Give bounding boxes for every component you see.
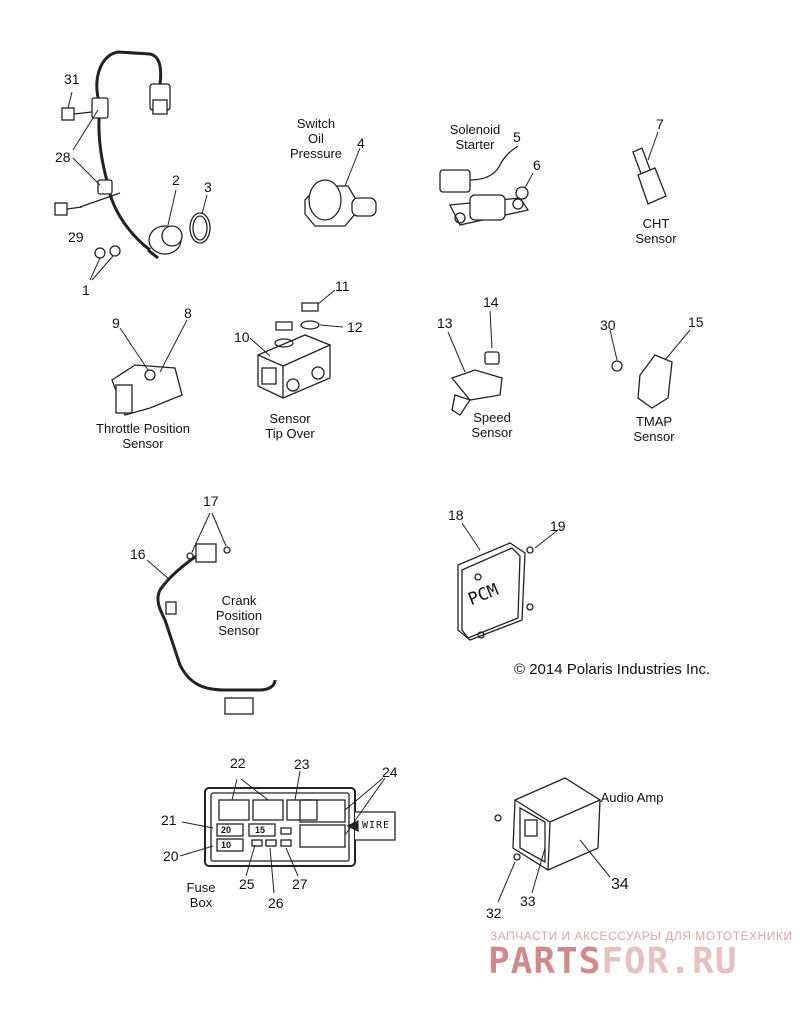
callout-21: 21 — [161, 812, 177, 828]
callout-10: 10 — [234, 329, 250, 345]
label-fuse-box: Fuse Box — [186, 880, 216, 910]
tip-over-sensor — [249, 289, 344, 399]
label-switch-oil-pressure: Switch Oil Pressure — [289, 116, 343, 161]
o2-sensor-harness — [79, 50, 183, 260]
copyright-notice: © 2014 Polaris Industries Inc. — [514, 661, 711, 678]
callout-6: 6 — [533, 157, 541, 173]
label-solenoid-starter: Solenoid Starter — [449, 122, 501, 152]
callout-23: 23 — [294, 756, 310, 772]
callout-25: 25 — [239, 876, 255, 892]
callout-2: 2 — [172, 172, 180, 188]
callout-1: 1 — [82, 282, 90, 298]
callout-8: 8 — [184, 305, 192, 321]
oil-pressure-switch — [304, 147, 377, 227]
starter-solenoid — [439, 145, 534, 226]
callout-15: 15 — [688, 314, 704, 330]
callout-34: 34 — [611, 876, 629, 893]
label-tmap-sensor: TMAP Sensor — [633, 414, 675, 444]
o-ring — [189, 212, 211, 244]
callout-17: 17 — [203, 493, 219, 509]
watermark-logo-a: PARTS — [488, 941, 602, 982]
callout-3: 3 — [204, 179, 212, 195]
fuse-15-label: 15 — [255, 825, 266, 835]
fuse-10-label: 10 — [221, 840, 232, 850]
bolt-31 — [61, 107, 93, 121]
callout-28: 28 — [55, 149, 71, 165]
tmap-sensor — [609, 329, 691, 409]
callout-7: 7 — [656, 116, 664, 132]
callout-32: 32 — [486, 905, 502, 921]
pcm-module — [457, 522, 559, 641]
callout-4: 4 — [357, 135, 365, 151]
callout-16: 16 — [130, 546, 146, 562]
callout-9: 9 — [112, 315, 120, 331]
callout-24: 24 — [382, 764, 398, 780]
callout-5: 5 — [513, 129, 521, 145]
leader-lines-top-left — [67, 91, 208, 281]
fuse-box — [179, 770, 396, 894]
screws-1 — [94, 245, 121, 259]
callout-11: 11 — [335, 278, 350, 294]
label-throttle-position-sensor: Throttle Position Sensor — [96, 421, 190, 451]
crank-position-sensor — [146, 512, 277, 715]
throttle-position-sensor — [111, 319, 188, 416]
label-sensor-tip-over: Sensor Tip Over — [265, 411, 315, 441]
bolt-29 — [54, 202, 83, 216]
watermark-logo-b: FOR.RU — [601, 941, 738, 982]
callout-30: 30 — [600, 317, 616, 333]
callout-20: 20 — [163, 848, 179, 864]
callout-29: 29 — [68, 229, 84, 245]
callout-13: 13 — [437, 315, 453, 331]
fuse-20-label: 20 — [221, 825, 232, 835]
label-crank-position-sensor: Crank Position Sensor — [215, 593, 263, 638]
callout-26: 26 — [268, 895, 284, 911]
callout-12: 12 — [347, 319, 363, 335]
watermark-logo: PARTSFOR.RU — [488, 941, 737, 982]
wire-label: WIRE — [362, 820, 391, 831]
cht-sensor — [632, 131, 667, 205]
callout-27: 27 — [292, 876, 308, 892]
callout-33: 33 — [520, 893, 536, 909]
label-cht-sensor: CHT Sensor — [635, 216, 677, 246]
speed-sensor — [447, 310, 503, 416]
audio-amp — [494, 777, 611, 903]
label-audio-amp: Audio Amp — [600, 790, 664, 805]
label-speed-sensor: Speed Sensor — [471, 410, 513, 440]
callout-19: 19 — [550, 518, 566, 534]
callout-14: 14 — [483, 294, 499, 310]
callout-18: 18 — [448, 507, 464, 523]
callout-31: 31 — [64, 71, 80, 87]
watermark-tagline: ЗАПЧАСТИ И АКСЕССУАРЫ ДЛЯ МОТОТЕХНИКИ — [490, 929, 793, 943]
callout-22: 22 — [230, 755, 246, 771]
